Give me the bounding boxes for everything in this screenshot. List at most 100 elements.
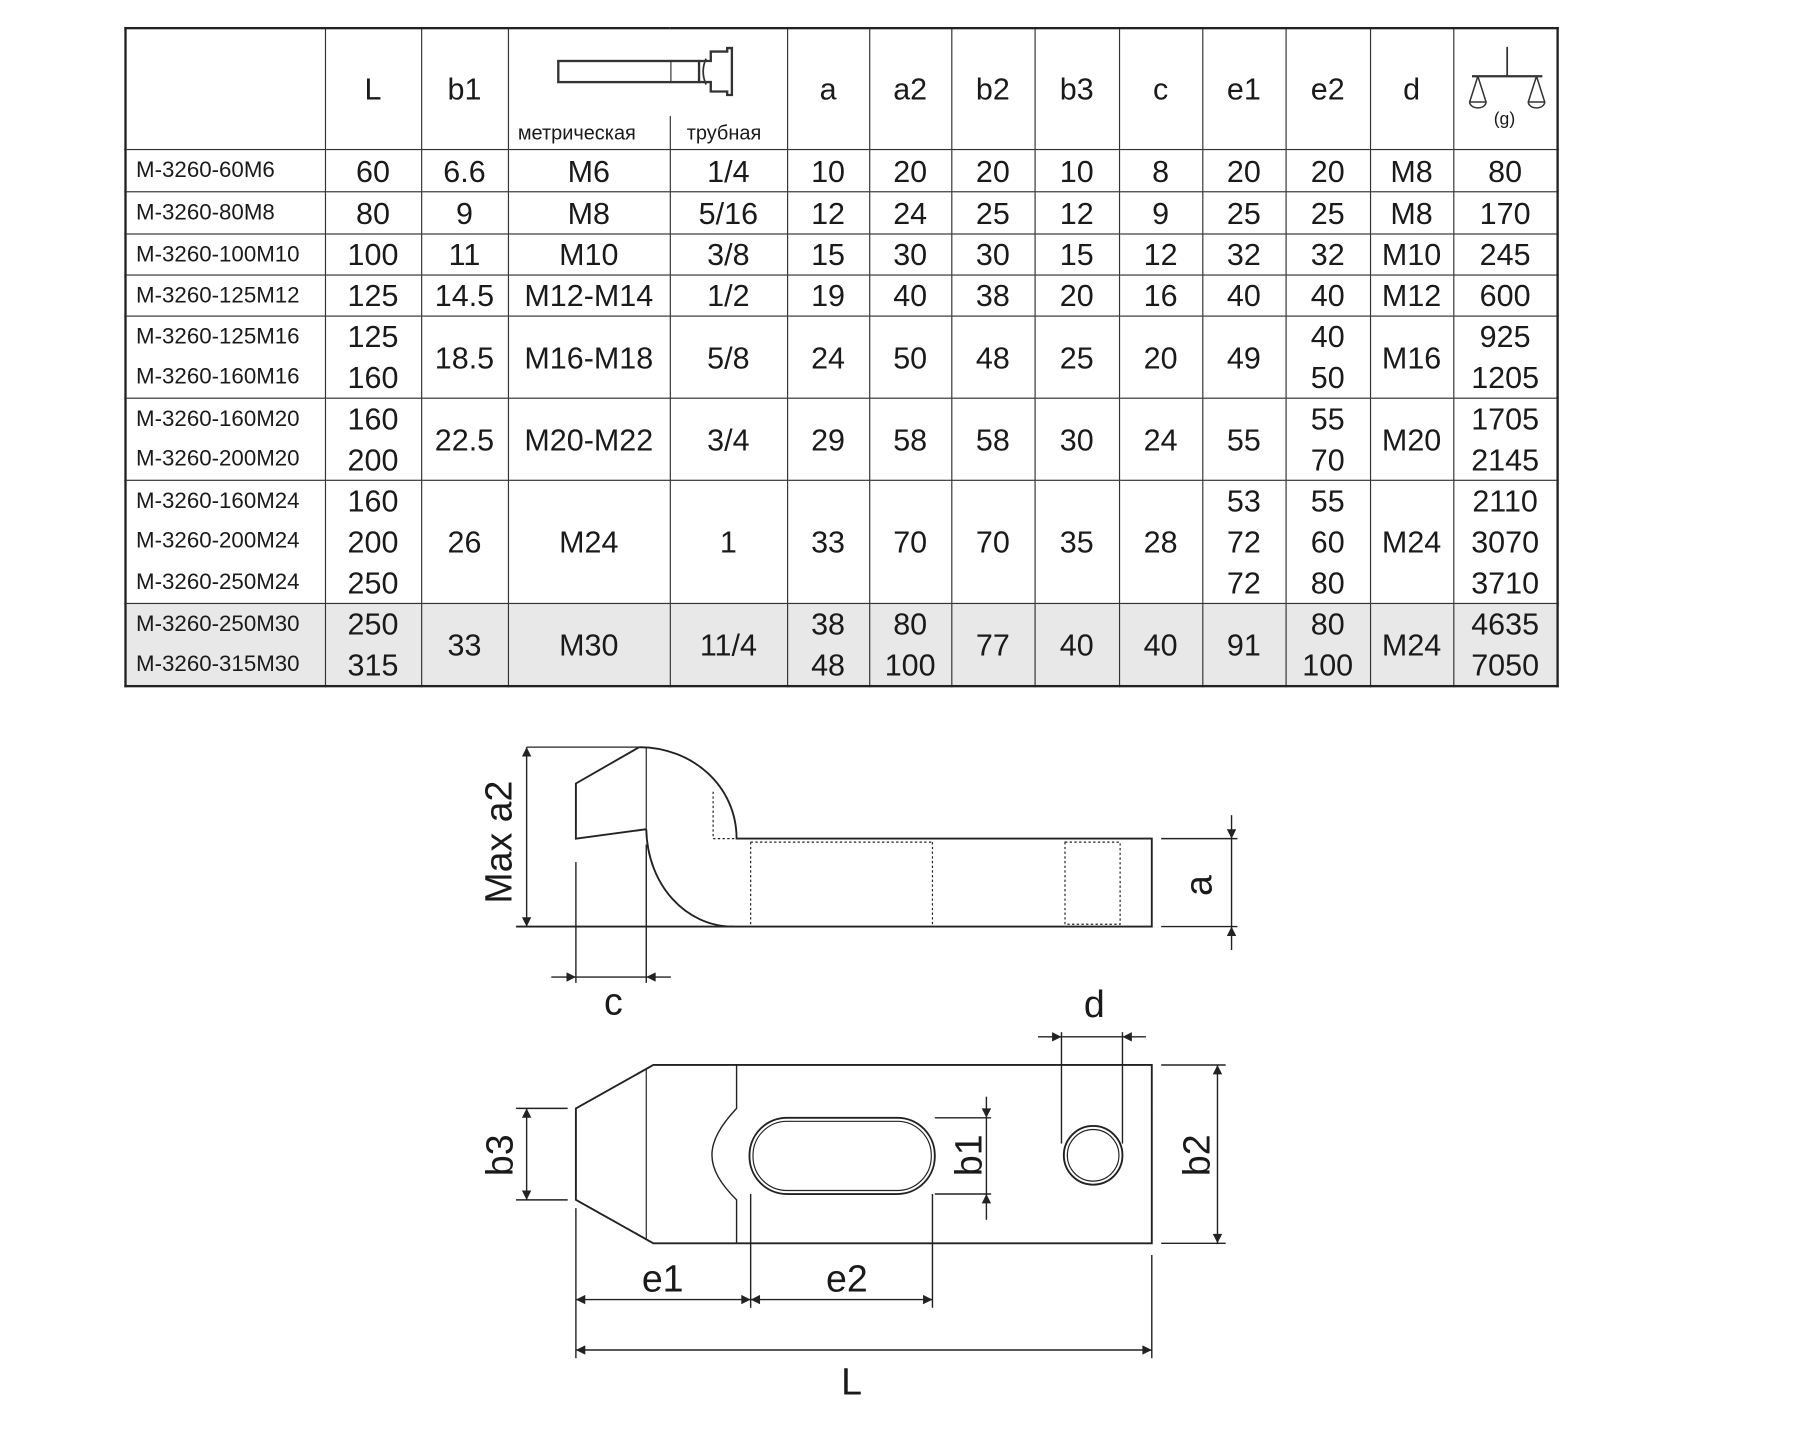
value: 10 xyxy=(1059,153,1094,189)
cell-e1: 40 xyxy=(1201,274,1287,317)
value: 55 xyxy=(1310,401,1345,437)
value: M8 xyxy=(567,195,610,231)
cell-b1: 18.5 xyxy=(420,315,509,399)
cell-b2: 38 xyxy=(950,274,1036,317)
value: 80 xyxy=(1310,564,1345,601)
value: 1705 xyxy=(1471,401,1540,437)
value: 250 xyxy=(347,564,399,601)
value: 70 xyxy=(975,524,1010,560)
model-code: M-3260-160M16 xyxy=(136,365,300,390)
cell-b1: 22.5 xyxy=(420,397,509,481)
value: 40 xyxy=(1226,277,1261,314)
model-code: M-3260-160M20 xyxy=(136,406,300,432)
value: M20 xyxy=(1381,421,1442,457)
value: 32 xyxy=(1226,236,1261,273)
value: 1 xyxy=(719,524,737,560)
cell-b1: 11 xyxy=(420,233,509,276)
cell-pipe: 1 xyxy=(669,479,788,605)
cell-a: 10 xyxy=(786,148,870,193)
cell-b3: 25 xyxy=(1033,315,1120,399)
header-pipe: трубная xyxy=(686,121,762,145)
cell-a2: 40 xyxy=(868,274,952,317)
value: 48 xyxy=(975,339,1010,375)
value: 55 xyxy=(1226,421,1261,457)
value: M10 xyxy=(1381,236,1442,273)
cell-c: 28 xyxy=(1118,479,1203,605)
cell-e1: 20 xyxy=(1201,148,1287,193)
value: 250 xyxy=(347,606,399,642)
value: M10 xyxy=(559,236,619,273)
model-code: M-3260-250M30 xyxy=(136,611,300,637)
value: 22.5 xyxy=(434,421,495,457)
value: M12-M14 xyxy=(524,277,654,314)
header-row: L b1 метрическая трубная xyxy=(124,27,1559,151)
value: 49 xyxy=(1226,339,1261,375)
value: 58 xyxy=(893,421,928,457)
cell-b3: 15 xyxy=(1033,233,1120,276)
value: 40 xyxy=(1310,319,1345,355)
cell-d: M8 xyxy=(1369,148,1454,193)
value: 29 xyxy=(811,421,846,457)
label-c: c xyxy=(604,981,623,1023)
header-b2: b2 xyxy=(950,27,1036,151)
value: 5/8 xyxy=(707,339,750,375)
label-d: d xyxy=(1084,983,1105,1025)
thread-divider xyxy=(669,116,671,149)
value: 60 xyxy=(356,153,390,189)
cell-b2: 30 xyxy=(950,233,1036,276)
header-weight: (g) xyxy=(1452,27,1559,151)
value: 80 xyxy=(356,195,390,231)
label-e2: e2 xyxy=(826,1257,868,1299)
value: 125 xyxy=(347,277,399,314)
value: 30 xyxy=(1059,421,1094,457)
header-e1: e1 xyxy=(1201,27,1287,151)
cell-a: 24 xyxy=(786,315,870,399)
value: 40 xyxy=(1059,626,1094,663)
cell-c: 9 xyxy=(1118,191,1203,235)
top-view xyxy=(516,1032,1226,1359)
value: 24 xyxy=(811,339,846,375)
value: 3710 xyxy=(1471,564,1540,601)
value: 20 xyxy=(975,153,1010,189)
model-code: M-3260-315M30 xyxy=(136,652,300,678)
value: 25 xyxy=(1059,339,1094,375)
value: 11/4 xyxy=(699,626,757,663)
model-cell: M-3260-125M12 xyxy=(124,274,326,317)
cell-e1: 91 xyxy=(1201,602,1287,687)
value: 32 xyxy=(1310,236,1345,273)
cell-metric: M10 xyxy=(507,233,671,276)
value: 70 xyxy=(893,524,928,560)
cell-d: M24 xyxy=(1369,479,1454,605)
cell-b3: 20 xyxy=(1033,274,1120,317)
cell-a2: 50 xyxy=(868,315,952,399)
value: M8 xyxy=(1390,153,1433,189)
value: 8 xyxy=(1152,153,1170,189)
value: 72 xyxy=(1226,564,1261,601)
cell-e1: 49 xyxy=(1201,315,1287,399)
cell-c: 20 xyxy=(1118,315,1203,399)
value: 15 xyxy=(811,236,846,273)
cell-d: M16 xyxy=(1369,315,1454,399)
value: 315 xyxy=(347,647,399,683)
value: 40 xyxy=(893,277,928,314)
cell-d: M8 xyxy=(1369,191,1454,235)
dimensions-table: L b1 метрическая трубная xyxy=(124,26,1559,688)
value: 28 xyxy=(1143,524,1178,560)
value: 18.5 xyxy=(434,339,495,375)
model-cell: M-3260-80M8 xyxy=(124,191,326,235)
cell-a: 29 xyxy=(786,397,870,481)
cell-b1: 26 xyxy=(420,479,509,605)
model-code: M-3260-200M20 xyxy=(136,447,300,472)
cell-e2: 40 xyxy=(1284,274,1371,317)
cell-b2: 20 xyxy=(950,148,1036,193)
cell-metric: M16-M18 xyxy=(507,315,671,399)
